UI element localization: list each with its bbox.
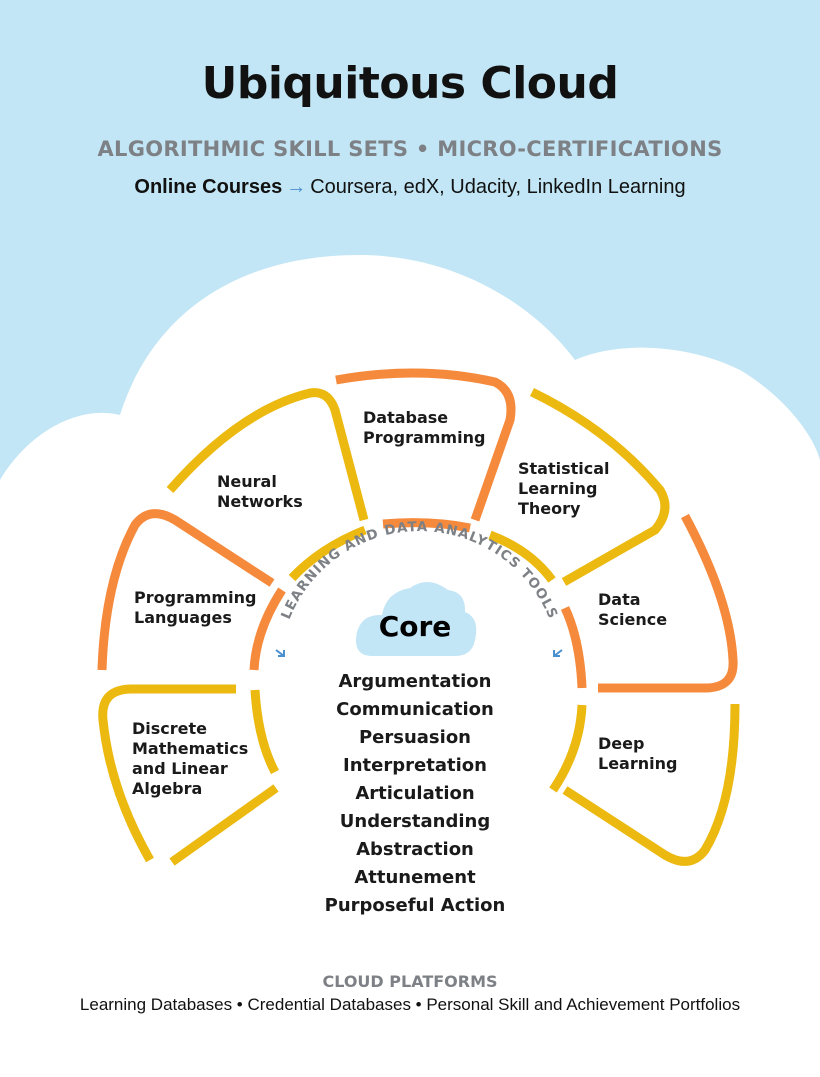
core-item: Argumentation [338, 671, 492, 692]
page-title: Ubiquitous Cloud [201, 58, 619, 109]
label-deep-learning: Deep Learning [598, 734, 678, 773]
label-programming-languages: Programming Languages [134, 588, 257, 627]
core-item: Attunement [354, 867, 476, 888]
label-database-programming: Database Programming [363, 408, 486, 447]
online-courses-line: Online Courses→Coursera, edX, Udacity, L… [0, 176, 820, 199]
footer-title: CLOUD PLATFORMS [322, 972, 498, 991]
label-statistical-learning: Statistical Learning Theory [518, 459, 610, 518]
subtitle: ALGORITHMIC SKILL SETS • MICRO-CERTIFICA… [97, 137, 723, 161]
segment-deep-learning [562, 703, 740, 866]
core-skills-list: Argumentation Communication Persuasion I… [270, 668, 560, 920]
footer-platform-list: Learning Databases • Credential Database… [79, 995, 741, 1014]
core-item: Communication [336, 699, 494, 720]
core-item: Articulation [355, 783, 475, 804]
arrow-down-right-icon [275, 649, 285, 657]
core-cloud-shape [356, 581, 477, 656]
core-title: Core [378, 610, 452, 643]
segment-programming-languages [97, 509, 275, 671]
label-neural-networks: Neural Networks [217, 472, 303, 511]
core-item: Abstraction [356, 839, 474, 860]
label-discrete-math: Discrete Mathematics and Linear Algebra [132, 719, 249, 798]
label-data-science: Data Science [598, 590, 668, 629]
segment-statistical-learning [530, 387, 670, 586]
arrow-down-left-icon [553, 649, 563, 657]
segment-data-science [598, 513, 738, 693]
courses-list: Coursera, edX, Udacity, LinkedIn Learnin… [310, 176, 686, 198]
core-item: Purposeful Action [324, 895, 506, 916]
segment-database-programming [335, 368, 516, 522]
core-item: Understanding [339, 811, 491, 832]
courses-label: Online Courses [134, 176, 283, 198]
core-item: Persuasion [358, 727, 472, 748]
segment-neural-networks [166, 388, 369, 522]
segment-discrete-math [98, 684, 236, 863]
arrow-right-icon: → [286, 176, 307, 198]
core-item: Interpretation [343, 755, 487, 776]
